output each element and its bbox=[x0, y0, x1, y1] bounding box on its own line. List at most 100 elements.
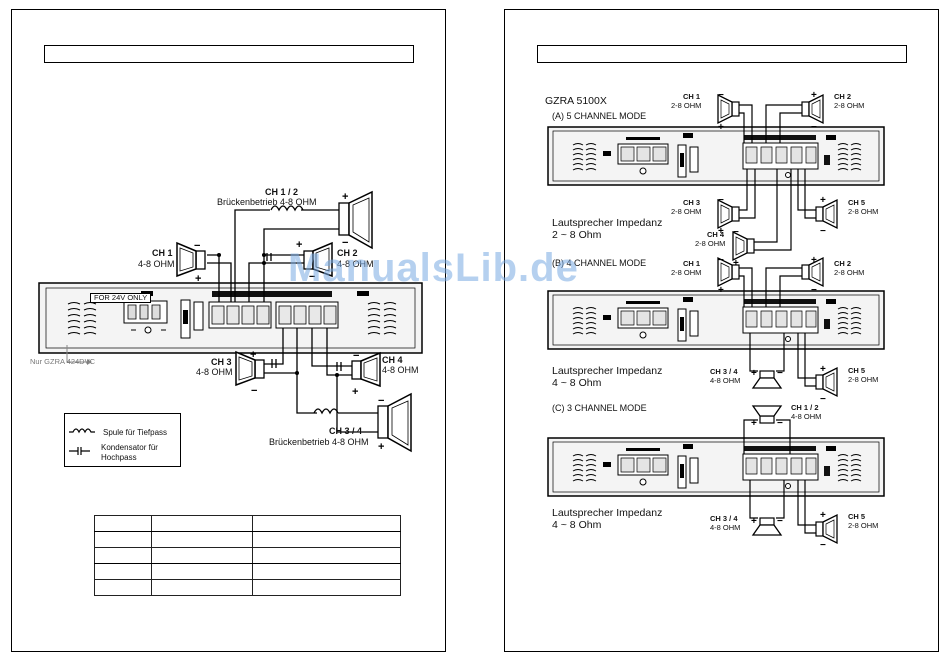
svg-text:−: − bbox=[820, 226, 826, 237]
svg-text:+: + bbox=[718, 285, 724, 296]
speaker-ch4-icon bbox=[351, 351, 381, 388]
svg-text:+: + bbox=[296, 239, 302, 251]
bridge-ch34-subtitle: Brückenbetrieb 4-8 OHM bbox=[269, 437, 369, 447]
impedance-a-title: Lautsprecher Impedanz bbox=[552, 217, 663, 229]
mode-a-title: (A) 5 CHANNEL MODE bbox=[552, 111, 647, 121]
a-ch2-ohm: 2-8 OHM bbox=[834, 101, 865, 110]
capacitor-icon bbox=[336, 362, 342, 371]
svg-text:+: + bbox=[718, 122, 724, 133]
ch3-ohm-label: 4-8 OHM bbox=[196, 367, 233, 377]
amplifier-5ch-mode-c bbox=[547, 437, 885, 497]
c-ch5-label: CH 5 bbox=[848, 512, 866, 521]
svg-text:+: + bbox=[718, 226, 724, 237]
b-ch34-ohm: 4-8 OHM bbox=[710, 376, 741, 385]
a-ch5-ohm: 2-8 OHM bbox=[848, 207, 879, 216]
ch2-label: CH 2 bbox=[337, 248, 358, 258]
svg-text:+: + bbox=[751, 368, 757, 379]
svg-text:+: + bbox=[195, 273, 201, 285]
c-ch5-ohm: 2-8 OHM bbox=[848, 521, 879, 530]
svg-text:−: − bbox=[820, 394, 826, 405]
svg-text:−: − bbox=[718, 255, 724, 266]
amp-24v-badge: FOR 24V ONLY bbox=[90, 293, 152, 303]
c-ch34-label: CH 3 / 4 bbox=[710, 514, 738, 523]
impedance-c-title: Lautsprecher Impedanz bbox=[552, 507, 663, 519]
svg-text:+: + bbox=[811, 255, 817, 266]
mode-b-title: (B) 4 CHANNEL MODE bbox=[552, 258, 647, 268]
table-row bbox=[94, 531, 401, 548]
svg-text:−: − bbox=[378, 395, 384, 407]
ch3-label: CH 3 bbox=[211, 357, 232, 367]
impedance-b-title: Lautsprecher Impedanz bbox=[552, 365, 663, 377]
svg-text:−: − bbox=[718, 195, 724, 206]
capacitor-icon bbox=[266, 253, 272, 261]
a-ch3-label: CH 3 bbox=[683, 198, 701, 207]
svg-text:−: − bbox=[820, 540, 826, 551]
note-arrow-icon bbox=[66, 345, 87, 363]
a-ch5-label: CH 5 bbox=[848, 198, 866, 207]
right-page-title-box bbox=[537, 45, 907, 63]
speaker-ch34-icon bbox=[377, 392, 412, 453]
table-row bbox=[94, 579, 401, 596]
speaker-ch3-icon bbox=[235, 350, 265, 387]
impedance-a-range: 2 ~ 8 Ohm bbox=[552, 229, 602, 241]
table-row bbox=[94, 547, 401, 564]
watermark: ManualsLib.de bbox=[288, 246, 579, 290]
coil-icon bbox=[69, 428, 95, 434]
svg-text:+: + bbox=[811, 90, 817, 101]
table-row bbox=[94, 563, 401, 580]
svg-text:−: − bbox=[251, 385, 257, 397]
b-ch34-label: CH 3 / 4 bbox=[710, 367, 738, 376]
spec-table bbox=[94, 515, 401, 596]
mode-c-title: (C) 3 CHANNEL MODE bbox=[552, 403, 647, 413]
bridge-ch12-subtitle: Brückenbetrieb 4-8 OHM bbox=[217, 197, 317, 207]
a-ch2-label: CH 2 bbox=[834, 92, 852, 101]
speaker-ch12-icon bbox=[338, 190, 373, 250]
model-title: GZRA 5100X bbox=[545, 95, 607, 107]
coil-icon bbox=[313, 408, 339, 415]
svg-text:+: + bbox=[342, 191, 348, 203]
a-ch1-label: CH 1 bbox=[683, 92, 701, 101]
legend-capacitor-text-2: Hochpass bbox=[101, 453, 137, 462]
right-wiring-diagram: −+ +− −+ −+ +− −+ +− +− +− +− +− +− bbox=[547, 90, 885, 551]
svg-text:−: − bbox=[309, 271, 315, 283]
a-ch4-label: CH 4 bbox=[707, 230, 725, 239]
svg-text:−: − bbox=[733, 227, 739, 238]
screw-icon bbox=[144, 326, 152, 334]
svg-text:−: − bbox=[777, 418, 783, 429]
speaker-ch2-icon bbox=[303, 241, 333, 278]
b-ch5-label: CH 5 bbox=[848, 366, 866, 375]
svg-text:−: − bbox=[777, 516, 783, 527]
a-ch3-ohm: 2-8 OHM bbox=[671, 207, 702, 216]
svg-text:+: + bbox=[751, 418, 757, 429]
svg-text:+: + bbox=[733, 258, 739, 269]
right-manual-page: −+ +− −+ −+ +− −+ +− +− +− +− +− +− GZRA… bbox=[504, 9, 939, 652]
a-ch4-ohm: 2-8 OHM bbox=[695, 239, 726, 248]
ch2-ohm-label: 4-8 OHM bbox=[337, 259, 374, 269]
svg-text:−: − bbox=[811, 285, 817, 296]
ch4-ohm-label: 4-8 OHM bbox=[382, 365, 419, 375]
svg-text:−: − bbox=[194, 240, 200, 252]
right-vent-icon bbox=[367, 302, 397, 335]
svg-text:+: + bbox=[820, 364, 826, 375]
c-ch12-ohm: 4-8 OHM bbox=[791, 412, 822, 421]
capacitor-icon bbox=[69, 447, 90, 455]
coil-icon bbox=[270, 205, 304, 212]
svg-text:+: + bbox=[820, 510, 826, 521]
amplifier-5ch-mode-b bbox=[547, 290, 885, 350]
b-ch2-label: CH 2 bbox=[834, 259, 852, 268]
table-row bbox=[94, 515, 401, 532]
svg-text:−: − bbox=[342, 237, 348, 249]
speaker-ch1-icon bbox=[176, 241, 206, 278]
left-wiring-diagram: +− −+ +− +− −+ +− bbox=[38, 190, 423, 453]
legend-coil-text: Spule für Tiefpass bbox=[103, 428, 168, 437]
ch4-label: CH 4 bbox=[382, 355, 403, 365]
b-ch2-ohm: 2-8 OHM bbox=[834, 268, 865, 277]
svg-text:−: − bbox=[811, 122, 817, 133]
bridge-ch34-title: CH 3 / 4 bbox=[329, 426, 363, 436]
svg-text:+: + bbox=[751, 516, 757, 527]
impedance-b-range: 4 ~ 8 Ohm bbox=[552, 377, 602, 389]
svg-text:+: + bbox=[820, 195, 826, 206]
svg-text:−: − bbox=[718, 90, 724, 101]
capacitor-icon bbox=[271, 359, 277, 368]
svg-text:−: − bbox=[353, 350, 359, 362]
